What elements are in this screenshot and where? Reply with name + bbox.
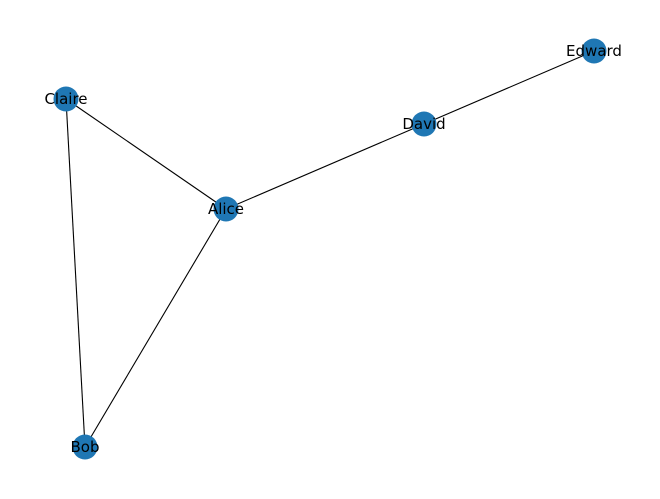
node-claire <box>53 86 79 112</box>
node-bob <box>72 434 98 460</box>
edge-alice-david <box>225 123 425 210</box>
node-label-claire: Claire <box>44 90 87 108</box>
node-alice <box>213 196 239 222</box>
node-label-edward: Edward <box>566 42 622 60</box>
edge-claire-alice <box>65 98 227 210</box>
edge-david-edward <box>423 50 595 125</box>
node-label-alice: Alice <box>208 200 244 218</box>
node-label-bob: Bob <box>71 438 100 456</box>
node-label-david: David <box>402 115 445 133</box>
edges-layer <box>65 50 595 448</box>
node-david <box>411 111 437 137</box>
edge-alice-bob <box>84 208 227 448</box>
nodes-layer <box>53 38 607 460</box>
edge-claire-bob <box>65 98 86 448</box>
node-edward <box>581 38 607 64</box>
